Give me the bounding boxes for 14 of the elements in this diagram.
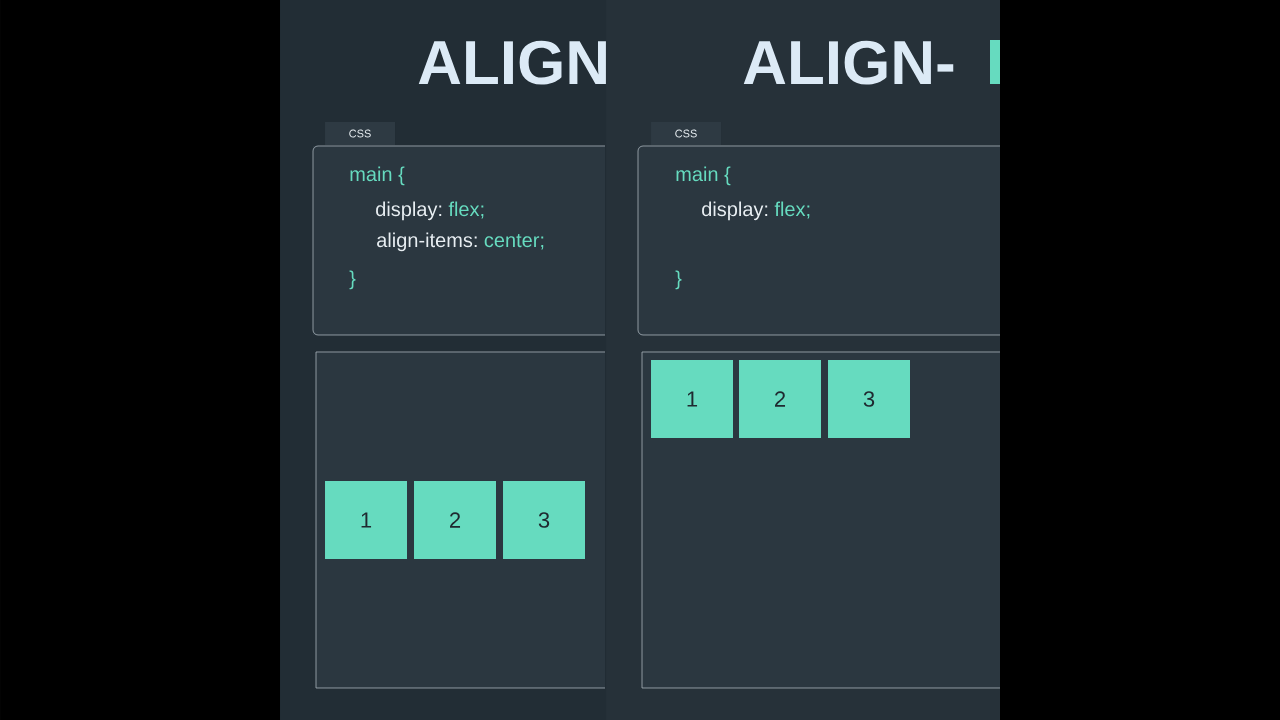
code-panel: main { display: flex; align-items: center; } [312, 145, 606, 336]
node-label: CSS [349, 129, 371, 138]
code-panel: main { display: flex; } [637, 145, 1001, 336]
flex-item: 2 [414, 481, 496, 559]
flex-item: 1 [651, 360, 733, 438]
title: ALIGN [418, 40, 606, 85]
code-tab: CSS [325, 122, 395, 145]
flex-item: 3 [503, 481, 585, 559]
flex-item: 3 [828, 360, 910, 438]
title: ALIGN- [743, 40, 954, 85]
node-label: CSS [675, 129, 697, 138]
flex-item: 1 [325, 481, 407, 559]
flex-item: 2 [739, 360, 821, 438]
code-tab: CSS [651, 122, 721, 145]
